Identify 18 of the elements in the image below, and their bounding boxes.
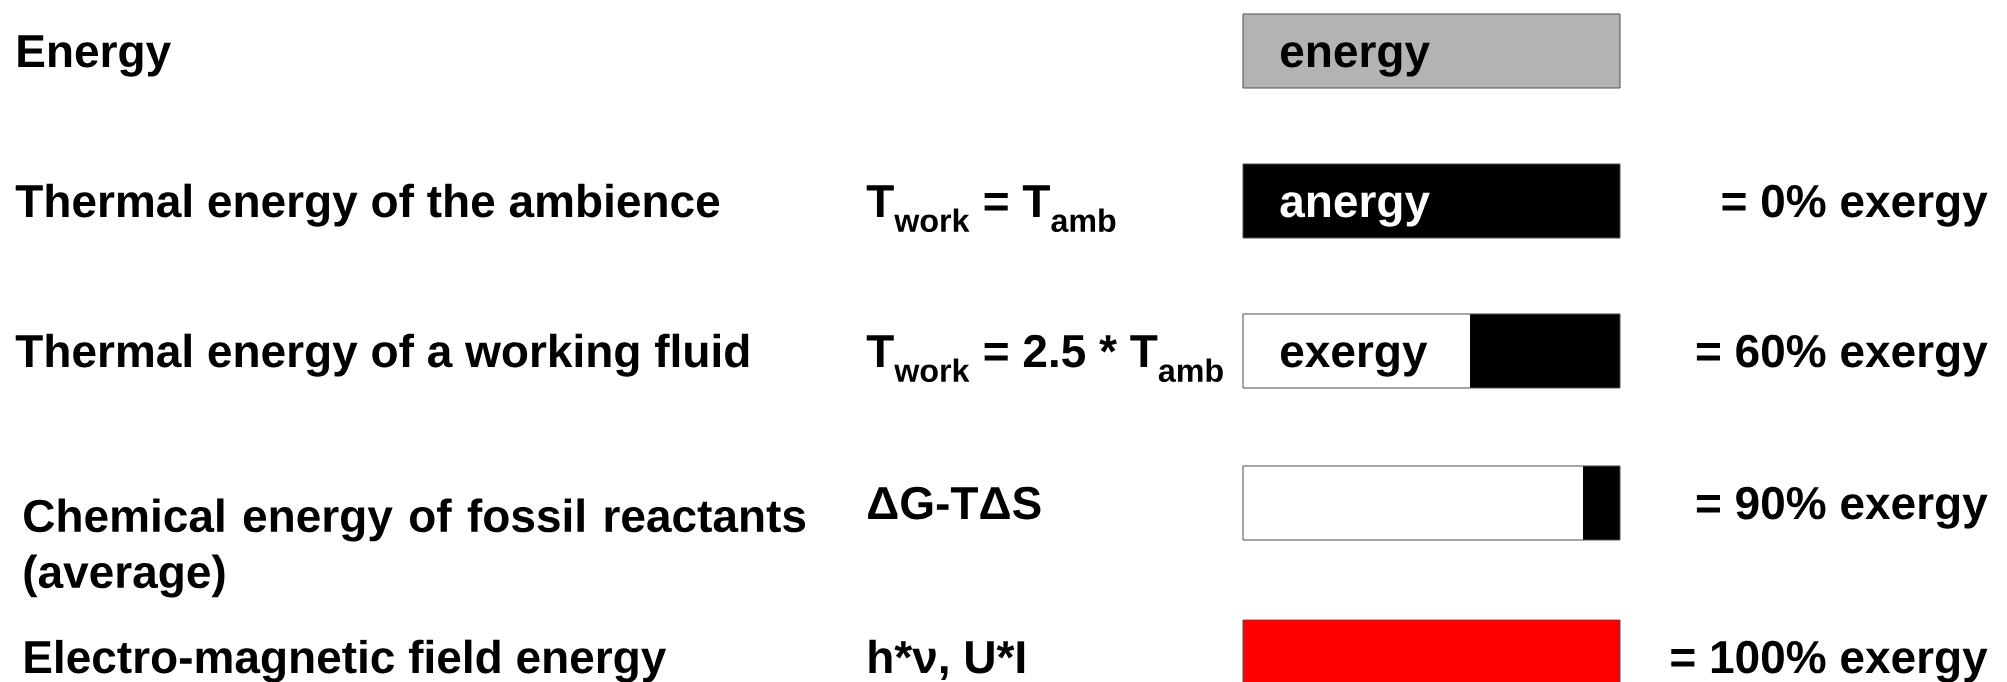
label: Thermal energy of the ambience xyxy=(15,183,720,227)
label: = 0% exergy xyxy=(1722,184,1988,227)
bar xyxy=(1242,465,1621,541)
label: T$_{work}$ = T$_{amb}$ xyxy=(866,185,1116,233)
label: Chemical energy of fossil reactants (average) xyxy=(24,498,806,598)
label: Electro-magnetic field energy xyxy=(25,639,667,682)
bar: anergy xyxy=(1242,163,1621,239)
label: = 60% exergy xyxy=(1696,334,1988,377)
label: Thermal energy of a working fluid xyxy=(15,333,749,377)
label: h*ν, U*I xyxy=(869,639,1025,681)
label: = 100% exergy xyxy=(1671,640,1988,682)
bar xyxy=(1242,619,1621,682)
label: ΔG-TΔS xyxy=(868,486,1041,520)
bar: exergy xyxy=(1242,313,1621,389)
label: T$_{work}$ = 2.5 * T$_{amb}$ xyxy=(866,334,1223,383)
label: Energy xyxy=(18,35,171,77)
bar: energy xyxy=(1242,13,1621,89)
label: = 90% exergy xyxy=(1696,486,1988,529)
